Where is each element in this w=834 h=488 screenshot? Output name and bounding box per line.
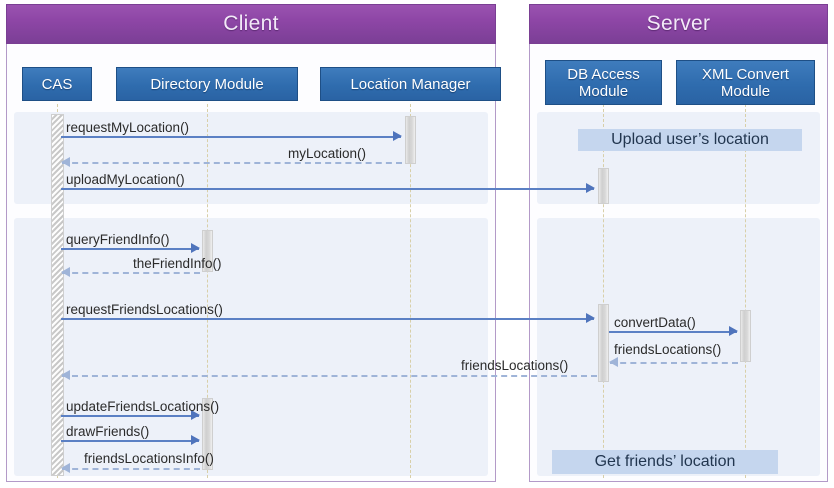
- activation-cas: [51, 114, 64, 476]
- message-label-convertData: convertData(): [614, 315, 696, 330]
- band-get-server: [537, 218, 820, 476]
- lifeline-box-locmgr[interactable]: Location Manager: [320, 67, 501, 101]
- message-label-myLocation: myLocation(): [288, 146, 367, 161]
- message-label-drawFriends: drawFriends(): [66, 424, 150, 439]
- activation-dirmod-query: [202, 230, 213, 272]
- arrowhead-icon: [586, 183, 595, 193]
- lifeline-label-dbaccess-line1: DB Access: [567, 65, 640, 83]
- message-line: [62, 272, 200, 274]
- message-label-friendsLocationsInfo: friendsLocationsInfo(): [84, 451, 214, 466]
- message-line: [62, 375, 597, 377]
- message-label-friendsLocations-client: friendsLocations(): [461, 358, 569, 373]
- message-label-theFriendInfo: theFriendInfo(): [133, 256, 222, 271]
- lifeline-label-xmlconv-line2: Module: [720, 82, 771, 100]
- lifeline-box-cas[interactable]: CAS: [22, 67, 92, 101]
- arrowhead-icon: [191, 435, 200, 445]
- message-label-queryFriendInfo: queryFriendInfo(): [66, 232, 170, 247]
- arrowhead-icon: [586, 313, 595, 323]
- message-line: [61, 136, 401, 138]
- banner-upload-location: Upload user’s location: [578, 129, 802, 151]
- banner-upload-label: Upload user’s location: [611, 131, 769, 148]
- lifeline-label-xmlconv-line1: XML Convert: [702, 65, 789, 83]
- message-line: [61, 440, 199, 442]
- lifeline-box-xmlconv[interactable]: XML Convert Module: [676, 60, 815, 105]
- arrowhead-icon: [191, 243, 200, 253]
- arrowhead-icon: [393, 131, 402, 141]
- message-line: [62, 162, 402, 164]
- arrowhead-icon: [61, 370, 70, 380]
- lifeline-box-dirmod[interactable]: Directory Module: [116, 67, 298, 101]
- arrowhead-icon: [61, 157, 70, 167]
- arrowhead-icon: [191, 410, 200, 420]
- arrowhead-icon: [61, 463, 70, 473]
- activation-dbaccess-upload: [598, 168, 609, 204]
- band-upload-server: [537, 112, 820, 204]
- activation-dirmod-update: [202, 398, 213, 470]
- banner-get-friends-location: Get friends’ location: [552, 450, 778, 474]
- panel-client-header: Client: [6, 4, 496, 44]
- message-line: [61, 248, 199, 250]
- activation-dbaccess-friends: [598, 304, 609, 382]
- arrowhead-icon: [61, 267, 70, 277]
- panel-server-title: Server: [646, 12, 711, 35]
- message-line: [609, 331, 737, 333]
- lifeline-xmlconv: [745, 104, 746, 478]
- activation-locmgr-upload: [405, 116, 416, 164]
- lifeline-locmgr: [410, 104, 411, 478]
- lifeline-label-dbaccess-line2: Module: [578, 82, 629, 100]
- message-line: [610, 362, 738, 364]
- panel-server-header: Server: [529, 4, 828, 44]
- activation-xmlconv-convert: [740, 310, 751, 362]
- lifeline-dbaccess: [603, 104, 604, 478]
- message-line: [61, 415, 199, 417]
- message-label-friendsLocations-server: friendsLocations(): [614, 342, 722, 357]
- panel-client-title: Client: [223, 12, 279, 35]
- band-get-client: [14, 218, 488, 476]
- lifeline-label-locmgr: Location Manager: [350, 75, 471, 93]
- message-label-requestFriendsLocations: requestFriendsLocations(): [66, 302, 223, 317]
- message-line: [61, 188, 594, 190]
- message-line: [61, 318, 594, 320]
- arrowhead-icon: [729, 326, 738, 336]
- message-line: [62, 468, 200, 470]
- message-label-requestMyLocation: requestMyLocation(): [66, 120, 190, 135]
- lifeline-label-cas: CAS: [41, 75, 73, 93]
- lifeline-label-dirmod: Directory Module: [150, 75, 264, 93]
- arrowhead-icon: [609, 357, 618, 367]
- lifeline-dirmod: [207, 104, 208, 478]
- message-label-uploadMyLocation: uploadMyLocation(): [66, 172, 185, 187]
- message-label-updateFriendsLocations: updateFriendsLocations(): [66, 399, 220, 414]
- lifeline-box-dbaccess[interactable]: DB Access Module: [545, 60, 662, 105]
- banner-get-label: Get friends’ location: [594, 453, 736, 470]
